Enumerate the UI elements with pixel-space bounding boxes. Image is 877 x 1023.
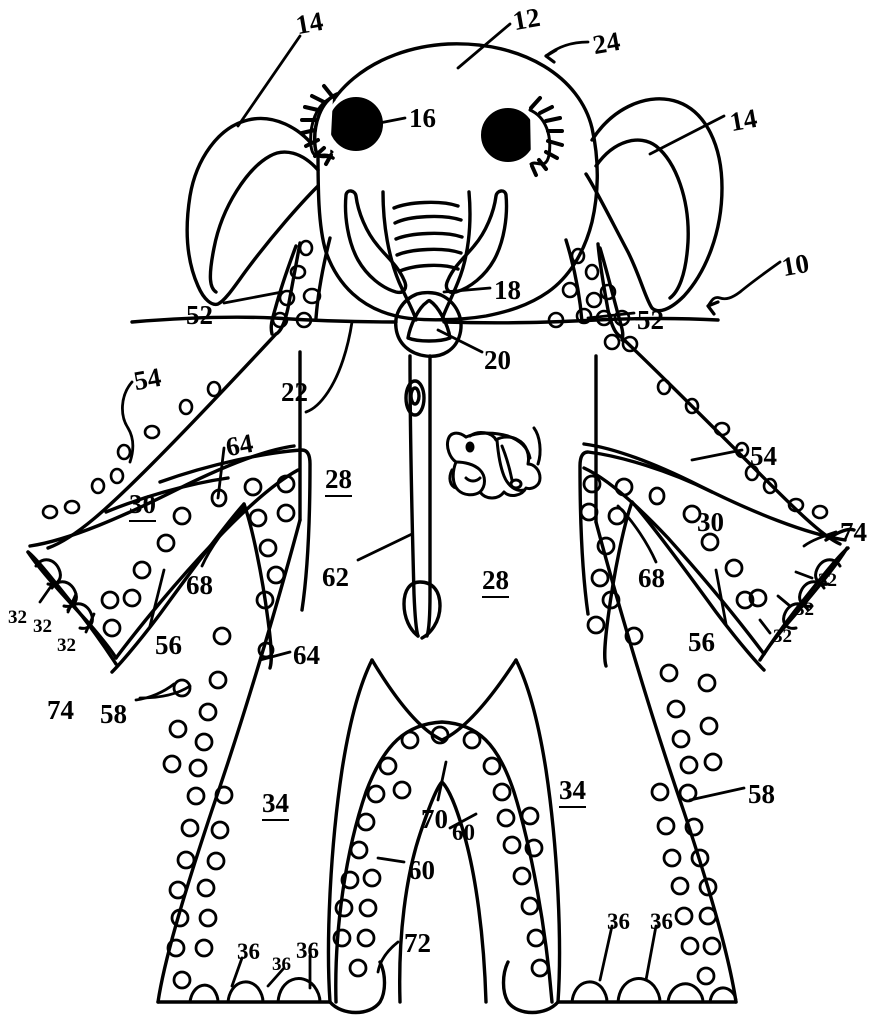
reference-numeral-34-c34a: 34 [262, 790, 289, 821]
edge-binding-right [758, 527, 856, 662]
yoke-spot-panel-left [269, 236, 332, 336]
reference-numeral-72-c72: 72 [404, 928, 431, 958]
reference-numeral-68-c68b: 68 [638, 563, 665, 593]
reference-numeral-56-c56b: 56 [688, 627, 715, 657]
reference-numeral-54-c54b: 54 [750, 441, 777, 471]
reference-numeral-56-c56a: 56 [155, 630, 182, 660]
reference-numeral-68-c68a: 68 [186, 570, 213, 600]
reference-numeral-64-c64b: 64 [293, 640, 320, 670]
reference-numeral-28-c28b: 28 [482, 567, 509, 598]
front-panel-right [578, 450, 714, 616]
reference-numeral-60-c60a: 60 [452, 820, 475, 845]
reference-numeral-32-c32c: 32 [57, 635, 76, 656]
leg-spots-left-outer [162, 670, 234, 990]
sleeve-heart-spots-right [579, 474, 768, 646]
edge-binding-left [26, 550, 118, 666]
tusk-left [343, 189, 408, 295]
eye-right [481, 96, 564, 177]
reference-numeral-32-c32e: 32 [795, 599, 814, 620]
reference-numeral-74-c74b: 74 [47, 695, 74, 725]
reference-numeral-36-c36b: 36 [272, 954, 291, 975]
reference-numeral-14-c14b: 14 [727, 102, 760, 138]
mouth-nose [394, 290, 463, 358]
reference-numeral-28-c28a: 28 [325, 466, 352, 497]
reference-numeral-18-c18: 18 [494, 275, 521, 305]
inner-leg-spots [332, 725, 550, 978]
hem-binding [328, 960, 560, 1015]
sleeve-trim-spots-right [656, 378, 829, 520]
reference-numeral-32-c32f: 32 [773, 626, 792, 647]
reference-numeral-32-c32a: 32 [8, 607, 27, 628]
reference-numeral-36-c36e: 36 [650, 909, 673, 934]
reference-numeral-20-c20: 20 [484, 345, 511, 375]
elephant-applique [446, 426, 542, 500]
reference-numeral-74-c74a: 74 [840, 517, 867, 547]
reference-numeral-14-c14a: 14 [293, 5, 326, 41]
reference-numeral-22-c22: 22 [281, 377, 308, 407]
sleeve-trim-spots-left [41, 380, 222, 520]
tusk-right [444, 189, 509, 295]
ear-left [185, 116, 320, 307]
front-panel-left [104, 448, 312, 612]
reference-numeral-70-c70: 70 [421, 804, 448, 834]
reference-numeral-36-c36a: 36 [237, 939, 260, 964]
reference-numeral-30-c30b: 30 [697, 507, 724, 537]
reference-numeral-34-c34b: 34 [559, 777, 586, 808]
reference-numeral-52-c52b: 52 [637, 305, 664, 335]
foot-scallops-right [570, 977, 738, 1004]
leg-spots-right-outer [650, 663, 723, 986]
reference-numeral-36-c36c: 36 [296, 938, 319, 963]
reference-numeral-36-c36d: 36 [607, 909, 630, 934]
reference-numeral-52-c52a: 52 [186, 300, 213, 330]
reference-numeral-16-c16: 16 [409, 103, 436, 133]
foot-scallops-left [188, 977, 322, 1004]
reference-numeral-60-c60b: 60 [408, 855, 435, 885]
eye-left [300, 84, 383, 166]
reference-numeral-58-c58b: 58 [748, 779, 775, 809]
yoke-spots [271, 239, 639, 353]
reference-numeral-30-c30a: 30 [129, 491, 156, 522]
reference-numeral-54-c54a: 54 [131, 361, 164, 397]
reference-numeral-12-c12: 12 [510, 1, 543, 37]
reference-numeral-64-c64a: 64 [223, 427, 256, 463]
reference-numeral-58-c58a: 58 [100, 699, 127, 729]
ear-right [584, 97, 724, 313]
reference-numeral-24-c24: 24 [590, 25, 623, 61]
head-outline [316, 42, 599, 322]
leader-lines [38, 22, 838, 990]
leg-right [514, 520, 738, 1004]
trunk [381, 190, 472, 322]
reference-numeral-62-c62: 62 [322, 562, 349, 592]
sleeve-inner-seam-right [602, 500, 766, 672]
reference-numeral-32-c32b: 32 [33, 616, 52, 637]
reference-numeral-32-c32d: 32 [818, 570, 837, 591]
reference-numeral-10-c10: 10 [779, 247, 812, 283]
zipper [402, 354, 442, 640]
